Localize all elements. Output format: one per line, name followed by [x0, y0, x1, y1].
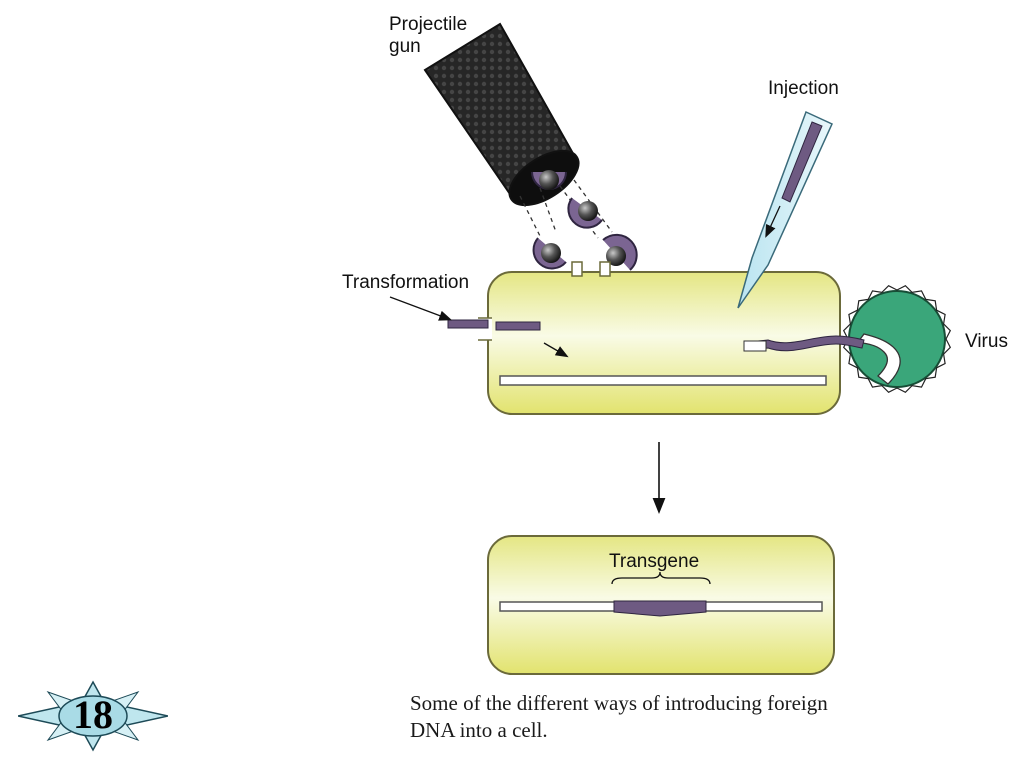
slide-number-badge: 18 [17, 680, 169, 752]
transformation-arrow [389, 296, 453, 321]
projectile-particle-2 [567, 197, 603, 229]
projectile-particle-4 [602, 233, 638, 271]
slide-number: 18 [73, 692, 113, 737]
transgene-segment [613, 600, 707, 617]
injection-pipette [737, 110, 833, 309]
projectile-particle-1 [531, 170, 567, 190]
figure-caption: Some of the different ways of introducin… [410, 690, 910, 744]
star-badge-icon [17, 680, 169, 752]
label-transgene: Transgene [609, 551, 699, 572]
host-chromosome [499, 375, 827, 386]
caption-line-1: Some of the different ways of introducin… [410, 691, 828, 715]
virus [743, 284, 952, 394]
label-projectile-gun-line2: gun [389, 36, 421, 57]
label-projectile-gun-line1: Projectile [389, 14, 467, 35]
host-cell [478, 261, 841, 415]
label-virus: Virus [965, 331, 1008, 352]
transgenic-cell [487, 535, 835, 675]
projectile-particle-3 [532, 237, 567, 270]
transformation-dna [447, 319, 541, 331]
label-injection: Injection [768, 78, 839, 99]
label-transformation: Transformation [342, 272, 469, 293]
entry-arrow [543, 342, 569, 358]
transgene-bracket [611, 571, 711, 585]
caption-line-2: DNA into a cell. [410, 718, 548, 742]
